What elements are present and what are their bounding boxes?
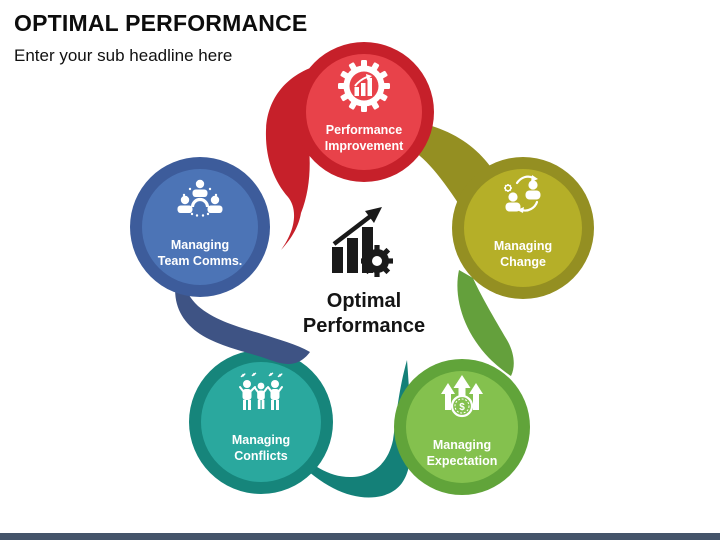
tail-managing-expectation (457, 270, 514, 376)
center-label-line1: Optimal (327, 290, 401, 312)
team-communication-icon (177, 179, 223, 217)
slide-subtitle[interactable]: Enter your sub headline here (14, 46, 233, 65)
tail-performance-improvement (265, 64, 334, 250)
node-managing-expectation[interactable]: $ Managing Expectation (394, 359, 530, 495)
people-cycle-arrows-icon (504, 175, 541, 213)
node-performance-improvement[interactable]: Performance Improvement (294, 42, 434, 182)
center-group: Optimal Performance (303, 207, 425, 337)
slide-footer-bar (0, 533, 720, 540)
node-label-line2: Conflicts (234, 449, 288, 463)
slide-title[interactable]: OPTIMAL PERFORMANCE (14, 10, 308, 36)
svg-text:$: $ (459, 402, 465, 413)
node-label-line1: Managing (171, 238, 229, 252)
node-managing-team-comms[interactable]: Managing Team Comms. (130, 157, 270, 297)
node-label-line2: Team Comms. (158, 254, 243, 268)
node-body (406, 371, 518, 483)
node-label-line1: Managing (494, 239, 552, 253)
tail-managing-team-comms (175, 276, 310, 364)
center-label-line2: Performance (303, 315, 425, 337)
node-body (464, 169, 582, 287)
node-label-line2: Change (500, 255, 546, 269)
rising-arrows-coin-icon: $ (441, 375, 483, 418)
node-label-line2: Expectation (427, 454, 498, 468)
arguing-people-icon (239, 372, 283, 410)
node-managing-change[interactable]: Managing Change (452, 157, 594, 299)
node-label-line1: Managing (232, 433, 290, 447)
node-label-line1: Managing (433, 438, 491, 452)
node-body (201, 362, 321, 482)
tail-managing-conflicts (294, 360, 411, 498)
bar-chart-arrow-gear-icon (332, 207, 393, 277)
node-managing-conflicts[interactable]: Managing Conflicts (189, 350, 333, 494)
gear-growth-chart-icon (338, 60, 390, 112)
node-body (142, 169, 258, 285)
node-label-line1: Performance (326, 123, 402, 137)
node-label-line2: Improvement (325, 139, 404, 153)
